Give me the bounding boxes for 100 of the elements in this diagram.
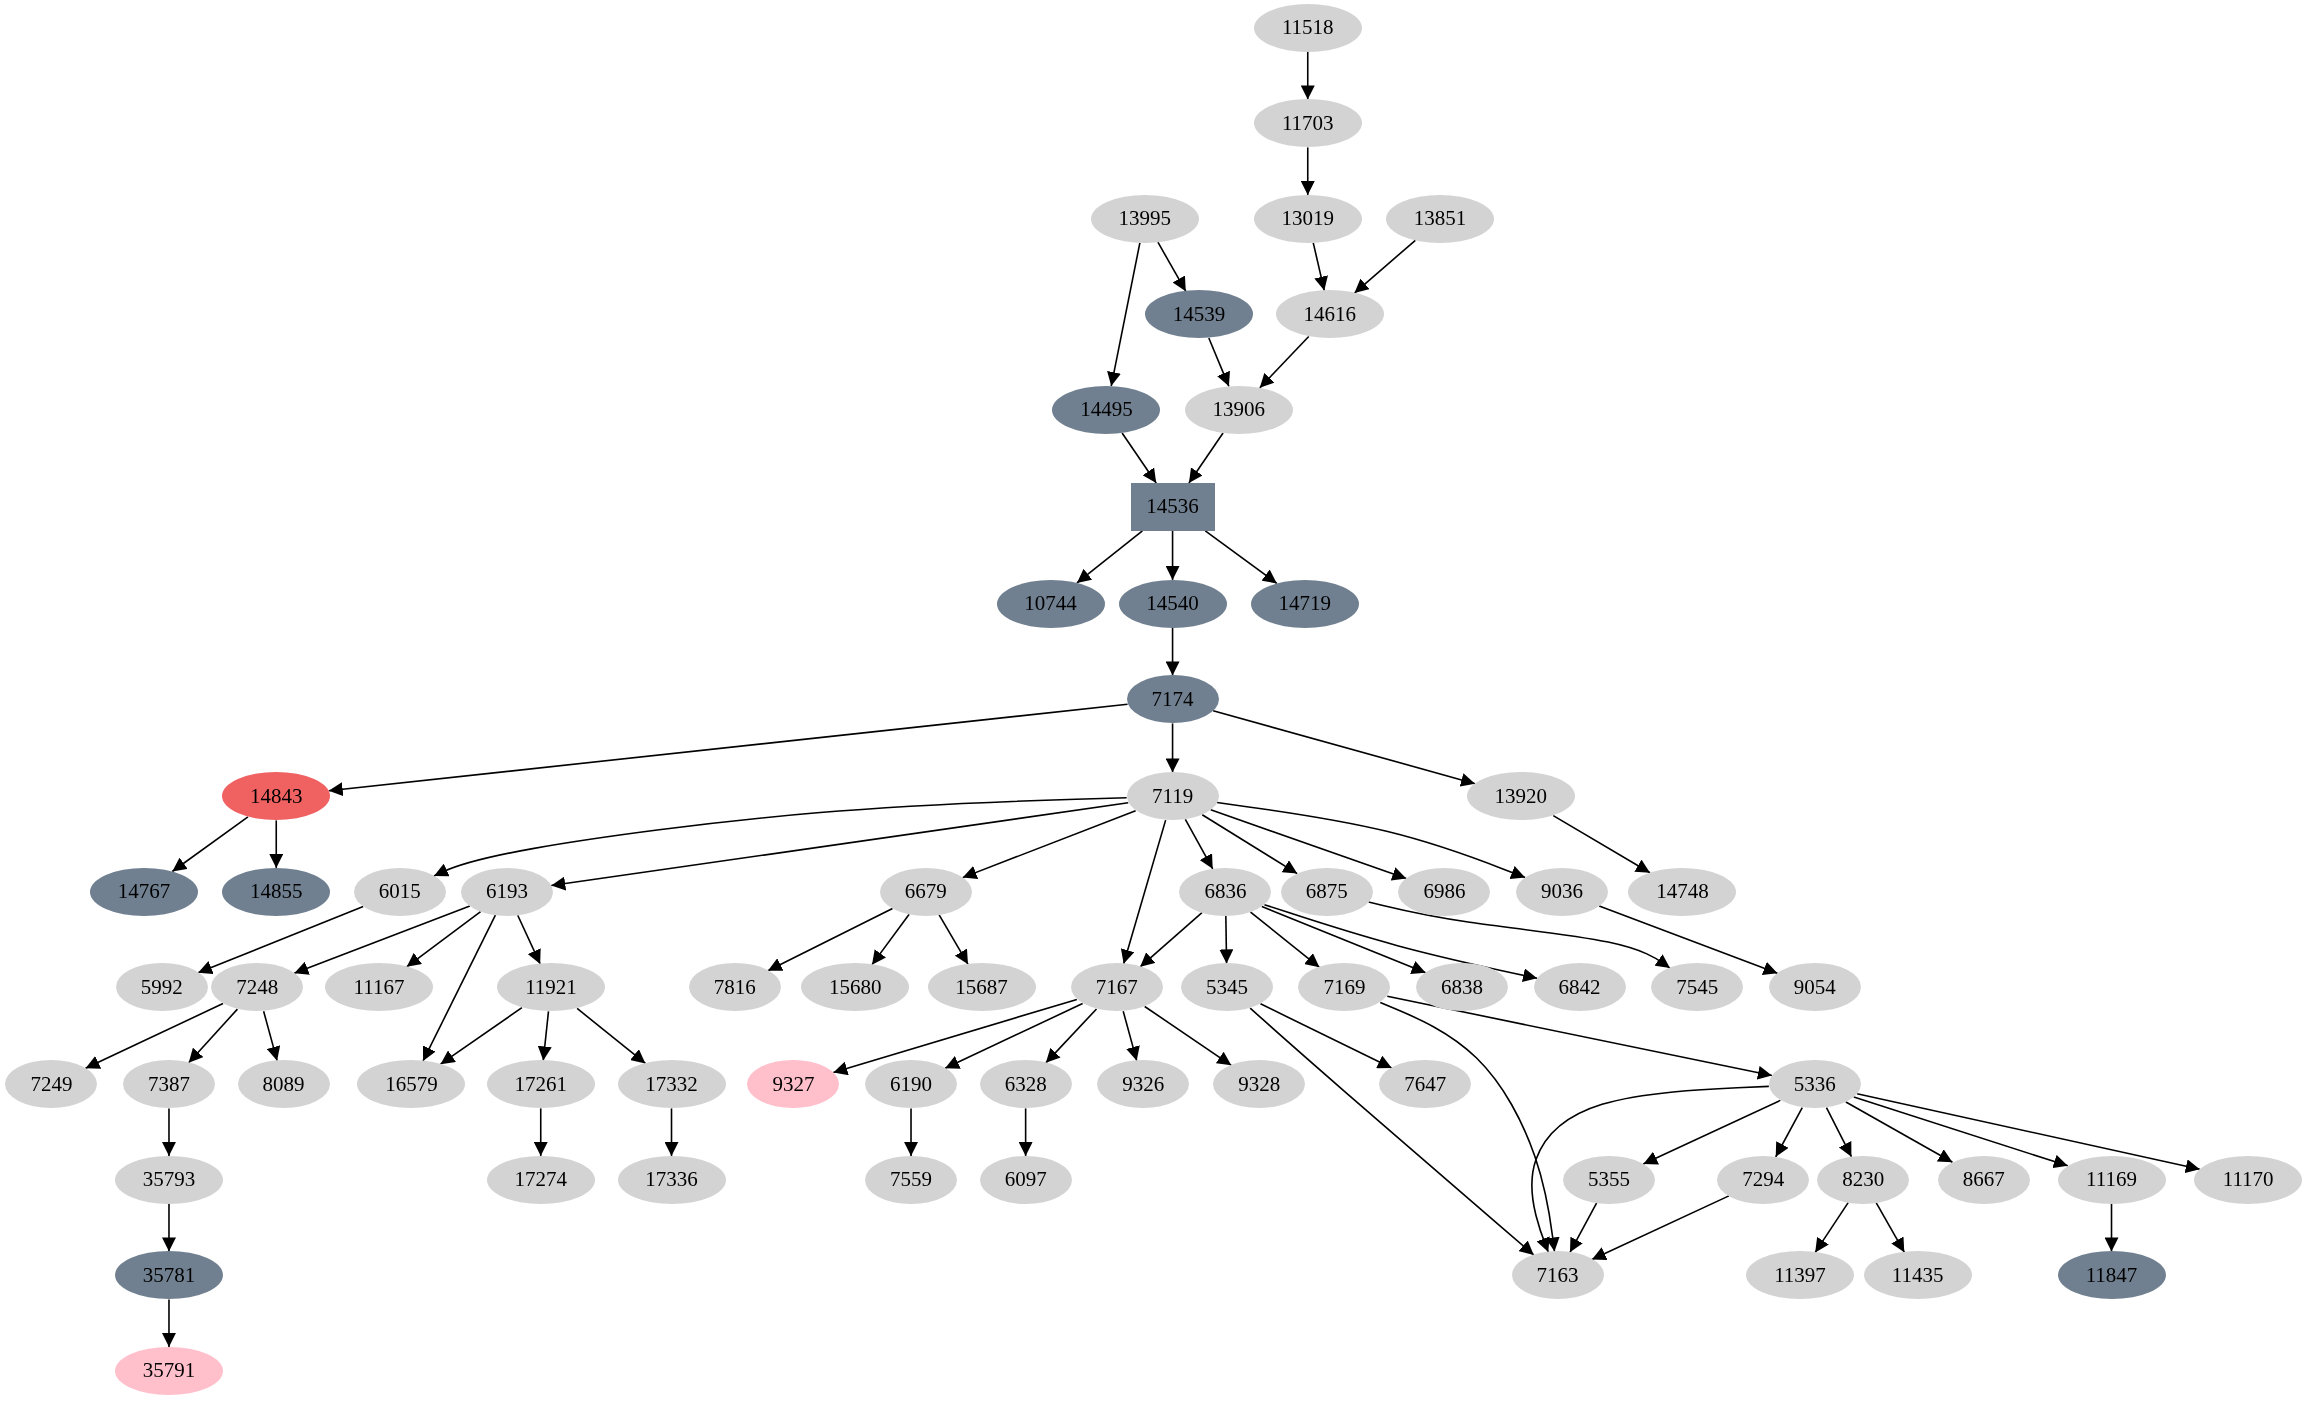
arrow [1209, 809, 1408, 881]
arrow [1845, 1101, 1954, 1164]
arrow [1212, 709, 1476, 787]
ellipse-node [115, 963, 208, 1012]
ellipse-node [879, 867, 972, 916]
arrow [1204, 530, 1278, 585]
node-label: 7559 [890, 1167, 932, 1193]
arrow [1139, 911, 1203, 968]
node-label: 16579 [385, 1071, 438, 1097]
arrow [293, 905, 471, 975]
arrow [1107, 242, 1141, 387]
arrow [187, 1008, 239, 1064]
ellipse-node [1515, 867, 1608, 916]
node-label: 7163 [1536, 1262, 1579, 1288]
arrow [1552, 814, 1651, 874]
arrow [1261, 905, 1427, 974]
arrow [516, 914, 541, 965]
node-label: 9326 [1122, 1071, 1165, 1097]
arrow [162, 1107, 176, 1157]
node-label: 7167 [1095, 974, 1138, 1000]
arrow [1814, 1201, 1849, 1254]
arrow [664, 1107, 679, 1157]
ellipse-node [2057, 1155, 2166, 1204]
node-label: 13851 [1413, 206, 1467, 232]
arrow [1353, 239, 1417, 294]
ellipse-node [1070, 963, 1163, 1012]
node-label: 7169 [1323, 974, 1366, 1000]
node-label: 5345 [1205, 974, 1248, 1000]
arrow [1598, 905, 1779, 975]
node-label: 35781 [142, 1262, 196, 1288]
arrow [269, 819, 284, 869]
node-label: 7816 [713, 974, 756, 1000]
arrow [1386, 995, 1773, 1080]
node-label: 7647 [1404, 1071, 1447, 1097]
node-label: 17274 [514, 1167, 567, 1193]
node-label: 17261 [514, 1071, 567, 1097]
ellipse-node [353, 867, 446, 916]
node-label: 9036 [1540, 879, 1583, 905]
arrow [1825, 1106, 1853, 1158]
node-label: 14855 [250, 879, 303, 905]
arrow [537, 1010, 552, 1062]
node-label: 14719 [1278, 591, 1332, 617]
node-label: 8667 [1962, 1167, 2005, 1193]
arrow [422, 914, 497, 1062]
ellipse-node [1562, 1155, 1655, 1204]
arrow [904, 1107, 918, 1157]
arrow [1045, 1008, 1098, 1064]
node-label: 11703 [1281, 110, 1334, 136]
node-label: 7119 [1151, 783, 1194, 809]
node-label: 15680 [828, 974, 882, 1000]
node-label: 6679 [904, 879, 947, 905]
ellipse-node [1416, 963, 1509, 1012]
arrow [1312, 242, 1328, 292]
arrow [197, 905, 364, 975]
node-label: 9328 [1238, 1071, 1281, 1097]
arrow [405, 910, 482, 968]
node-label: 11167 [353, 974, 405, 1000]
node-label: 5992 [140, 974, 183, 1000]
arrow [327, 703, 1129, 797]
arrow [1249, 911, 1321, 969]
node-label: 8230 [1842, 1167, 1885, 1193]
ellipse-node [1768, 1060, 1861, 1109]
node-label: 13995 [1118, 206, 1171, 232]
arrow [1165, 530, 1180, 581]
arrow [832, 998, 1078, 1076]
node-label: 11435 [1891, 1262, 1944, 1288]
arrow [1165, 627, 1180, 677]
arrow [938, 914, 969, 965]
arrow [1774, 1106, 1804, 1158]
node-label: 9327 [772, 1071, 815, 1097]
node-label: 15687 [955, 974, 1008, 1000]
arrow [1259, 1003, 1393, 1069]
node-label: 6838 [1441, 974, 1484, 1000]
node-label: 14843 [250, 783, 303, 809]
node-label: 11518 [1281, 15, 1334, 41]
node-label: 5355 [1587, 1167, 1630, 1193]
arrow [1591, 1195, 1730, 1261]
arrow [1201, 813, 1298, 875]
arrow [1379, 1001, 1560, 1253]
node-label: 7248 [236, 974, 279, 1000]
node-label: 13019 [1281, 206, 1334, 232]
node-label: 13906 [1212, 397, 1265, 423]
arrow [1157, 241, 1187, 292]
node-label: 10744 [1024, 591, 1077, 617]
arrow [439, 1006, 523, 1065]
arrow [1208, 337, 1230, 388]
arrow [1300, 51, 1315, 101]
node-label: 7545 [1676, 974, 1719, 1000]
arrow [1018, 1107, 1033, 1157]
arrow [1642, 1099, 1782, 1165]
node-label: 6015 [378, 879, 421, 905]
arrow [1165, 722, 1180, 774]
arrow [1122, 1010, 1140, 1062]
node-label: 35793 [142, 1167, 196, 1193]
arrow [1367, 901, 1671, 969]
ellipse-node [1280, 867, 1373, 916]
arrow [961, 809, 1137, 880]
arrow [1263, 903, 1538, 983]
arrow [767, 907, 894, 972]
node-label: 11397 [1774, 1262, 1826, 1288]
